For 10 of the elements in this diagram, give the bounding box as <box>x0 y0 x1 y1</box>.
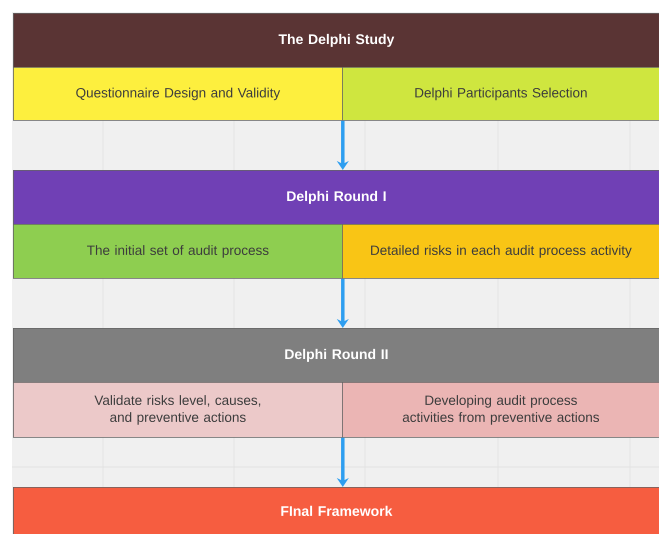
step-box: Questionnaire Design and Validity <box>13 67 343 121</box>
stage-header: Delphi Round I <box>13 170 659 225</box>
step-box: Validate risks level, causes, and preventive actions <box>13 382 343 438</box>
step-box: Detailed risks in each audit process activity <box>342 224 659 279</box>
step-box: The initial set of audit process <box>13 224 343 279</box>
stage-header: The Delphi Study <box>13 13 659 68</box>
stage-header: Delphi Round II <box>13 328 659 383</box>
step-box: Delphi Participants Selection <box>342 67 659 121</box>
stage-header: FInal Framework <box>13 487 659 534</box>
step-box: Developing audit process activities from preventive actions <box>342 382 659 438</box>
